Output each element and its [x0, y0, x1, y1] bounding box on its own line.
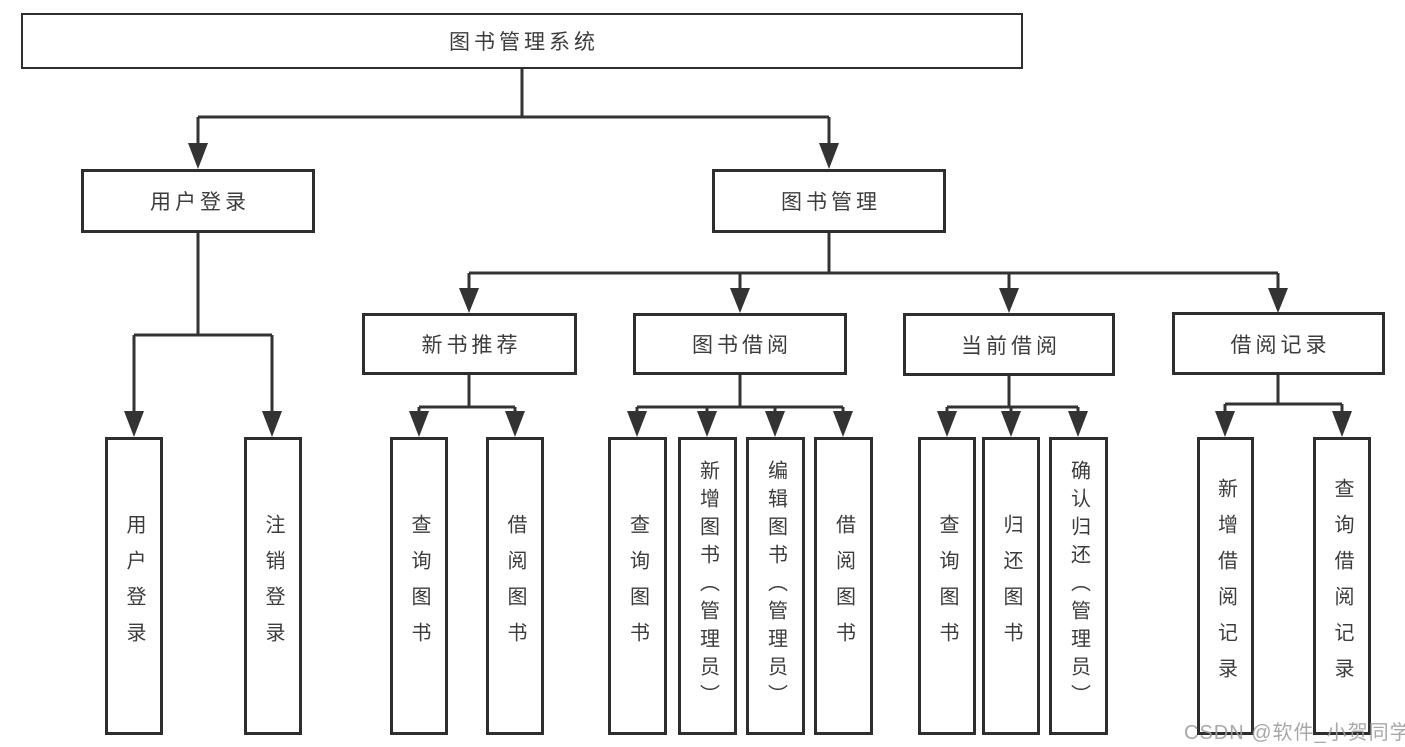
leaf-add-book-admin-label: 新增图书（管理员） — [696, 460, 719, 712]
node-library-management-system: 图书管理系统 — [21, 13, 1023, 69]
leaf-query-books-current-label: 查询图书 — [936, 514, 958, 658]
leaf-borrow-books-recommend: 借阅图书 — [486, 437, 544, 735]
leaf-borrow-books-recommend-label: 借阅图书 — [504, 514, 526, 658]
leaf-query-borrow-record-label: 查询借阅记录 — [1331, 478, 1353, 694]
leaf-borrow-books-borrowing-label: 借阅图书 — [832, 514, 855, 658]
leaf-return-books: 归还图书 — [982, 437, 1040, 735]
leaf-confirm-return-admin-label: 确认归还（管理员） — [1067, 460, 1090, 712]
node-borrowing-records: 借阅记录 — [1172, 312, 1385, 375]
leaf-add-book-admin: 新增图书（管理员） — [678, 437, 737, 735]
leaf-edit-book-admin: 编辑图书（管理员） — [746, 437, 805, 735]
node-book-management: 图书管理 — [712, 169, 946, 233]
leaf-confirm-return-admin: 确认归还（管理员） — [1049, 437, 1108, 735]
leaf-return-books-label: 归还图书 — [1000, 514, 1022, 658]
connector-lines — [132, 69, 1344, 414]
node-new-book-recommend: 新书推荐 — [362, 313, 577, 375]
leaf-query-books-recommend: 查询图书 — [390, 437, 448, 735]
leaf-user-login-label: 用户登录 — [123, 514, 145, 658]
node-user-login: 用户登录 — [81, 169, 315, 233]
leaf-query-books-current: 查询图书 — [918, 437, 976, 735]
leaf-query-books-recommend-label: 查询图书 — [408, 514, 430, 658]
leaf-borrow-books-borrowing: 借阅图书 — [814, 437, 873, 735]
leaf-query-books-borrowing: 查询图书 — [608, 437, 667, 735]
leaf-add-borrow-record: 新增借阅记录 — [1197, 437, 1254, 735]
watermark-csdn: CSDN @软件_小贺同学 — [1184, 722, 1405, 744]
leaf-query-books-borrowing-label: 查询图书 — [626, 514, 649, 658]
node-current-borrowing: 当前借阅 — [903, 313, 1115, 376]
arrowheads — [124, 143, 1352, 437]
leaf-logout: 注销登录 — [244, 437, 302, 735]
leaf-user-login: 用户登录 — [105, 437, 163, 735]
leaf-edit-book-admin-label: 编辑图书（管理员） — [764, 460, 787, 712]
node-book-borrowing: 图书借阅 — [633, 313, 847, 375]
leaf-add-borrow-record-label: 新增借阅记录 — [1214, 478, 1237, 694]
leaf-query-borrow-record: 查询借阅记录 — [1313, 437, 1371, 735]
leaf-logout-label: 注销登录 — [262, 514, 284, 658]
